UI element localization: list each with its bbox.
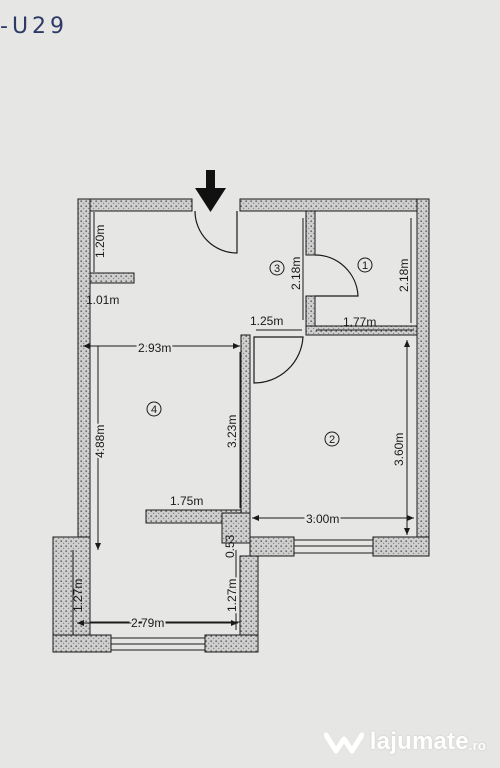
dim-partition-stub: 1.75m [170,494,203,508]
bath-door [314,254,359,297]
room-4-label: 4 [151,404,157,416]
entrance-door [194,210,238,254]
dim-bath-horizontal: 1.77m [343,315,376,329]
wall-bay-left [52,536,91,653]
dim-wall-offset: 0.53 [223,534,237,558]
room-3-circle [269,260,285,276]
wall-bedroom-bottom-left [249,536,295,557]
dim-bay-left-height: 1.27m [71,579,85,612]
dim-bath-vertical: 2.18m [397,259,411,292]
watermark-tld: .ro [468,737,486,753]
wall-top-right [239,198,430,212]
wall-bay-bottom-right [204,634,259,653]
wall-left [77,198,91,538]
wall-corner [221,512,251,544]
wall-right [416,198,430,557]
room-3-label: 3 [274,263,280,275]
bedroom-door [253,336,304,384]
room-2-label: 2 [329,434,335,446]
dimension-lines [72,212,414,635]
wall-bay-bottom-left [52,634,112,653]
lajumate-logo-icon [323,732,364,754]
dim-hall-horizontal: 1.25m [250,314,283,328]
wall-partition [240,334,251,514]
watermark-brand: lajumate [369,728,469,755]
dim-niche: 1.01m [86,293,119,307]
room-1-circle [357,257,373,273]
dim-hall-vertical: 2.18m [289,257,303,290]
room-2-circle [324,431,340,447]
watermark: lajumate .ro [323,728,486,756]
dimension-labels: 1.20m 1.01m 2.18m 2.18m 1.25m 1.77m 2.93… [71,225,411,632]
room-1-label: 1 [362,260,368,272]
wall-bedroom-bottom-right [372,536,430,557]
dimension-arrows [77,340,414,626]
walls [52,198,430,653]
dim-bay-right-height: 1.27m [225,579,239,612]
wall-top-left [77,198,193,212]
dim-partition-height: 3.23m [225,415,239,448]
wall-niche [89,272,135,284]
dim-bay-width: 2.79m [131,616,164,630]
inner-lines [89,211,240,623]
doors [194,210,359,384]
dim-top-left-vertical: 1.20m [93,225,107,258]
dim-bedroom-height: 3.60m [392,433,406,466]
entrance-arrow-icon [195,170,226,212]
wall-bath-vertical-lower [305,295,316,331]
dim-living-width: 2.93m [138,341,171,355]
dim-living-height: 4.88m [93,425,107,458]
room-markers [146,257,373,447]
room-4-circle [146,401,162,417]
handwritten-note: -U29 [0,14,69,39]
dim-bedroom-width: 3.00m [306,512,339,526]
wall-bath-vertical [305,210,316,256]
windows [110,539,374,651]
